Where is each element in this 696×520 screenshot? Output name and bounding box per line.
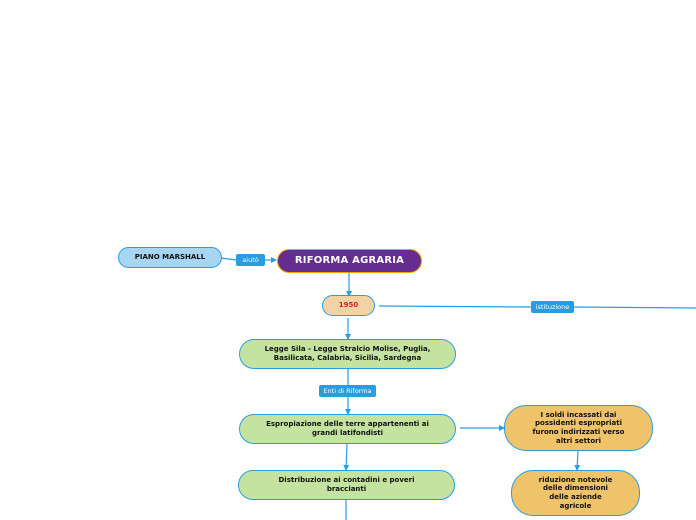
connector-istituzione-right	[572, 306, 696, 309]
node-distribuzione-line: Distribuzione ai contadini e poveri	[278, 476, 415, 485]
node-distribuzione-line: braccianti	[326, 485, 367, 493]
node-year-text: 1950	[338, 301, 359, 310]
relation-label-enti-di-riforma[interactable]: Enti di Riforma	[319, 385, 376, 397]
node-piano-marshall[interactable]: PIANO MARSHALL	[118, 247, 222, 268]
node-soldi-line: altri settori	[555, 436, 602, 445]
node-distribuzione-text: Distribuzione ai contadini e poveri brac…	[279, 476, 415, 494]
connector-soldi-riduzione	[574, 450, 581, 471]
node-soldi-incassati[interactable]: I soldi incassati dai possidenti espropr…	[504, 405, 653, 451]
node-distribuzione[interactable]: Distribuzione ai contadini e poveri brac…	[238, 470, 455, 500]
node-riduzione-notevole-text: riduzione notevole delle dimensioni dell…	[539, 476, 613, 511]
connector-piano-aiuto	[220, 257, 237, 261]
node-soldi-line: possidenti espropriati	[535, 419, 622, 428]
node-legge-sila[interactable]: Legge Sila - Legge Stralcio Molise, Pugl…	[239, 339, 456, 369]
node-riforma-agraria-text: RIFORMA AGRARIA	[294, 254, 405, 266]
relation-label-aiuto[interactable]: aiutò	[236, 254, 265, 266]
node-soldi-line: furono indirizzati verso	[532, 428, 625, 436]
node-soldi-incassati-text: I soldi incassati dai possidenti espropr…	[533, 411, 625, 446]
node-espropriazione-line: Espropiazione delle terre appartenenti a…	[266, 420, 429, 429]
node-year-1950[interactable]: 1950	[322, 295, 375, 316]
node-espropriazione-text: Espropiazione delle terre appartenenti a…	[266, 420, 429, 438]
node-riduzione-line: agricole	[559, 501, 592, 510]
node-riduzione-line: riduzione notevole	[538, 475, 613, 484]
connector-year-istituzione	[378, 305, 532, 308]
node-soldi-line: I soldi incassati dai	[540, 410, 617, 419]
node-riduzione-line: delle dimensioni	[543, 484, 608, 493]
relation-label-enti-text: Enti di Riforma	[323, 387, 372, 395]
connector-esproprio-distribuzione	[343, 443, 350, 471]
node-legge-sila-line: Legge Sila - Legge Stralcio Molise, Pugl…	[264, 345, 431, 354]
node-riduzione-notevole[interactable]: riduzione notevole delle dimensioni dell…	[511, 470, 640, 516]
node-piano-marshall-text: PIANO MARSHALL	[134, 253, 206, 262]
node-espropriazione-line: grandi latifondisti	[311, 429, 384, 437]
node-riforma-agraria[interactable]: RIFORMA AGRARIA	[277, 249, 422, 273]
node-legge-sila-text: Legge Sila - Legge Stralcio Molise, Pugl…	[265, 345, 431, 363]
relation-label-istituzione[interactable]: istituzione	[531, 301, 574, 313]
node-riduzione-line: delle aziende	[549, 493, 602, 501]
relation-label-istituzione-text: istituzione	[535, 303, 570, 311]
relation-label-aiuto-text: aiutò	[242, 256, 259, 264]
node-espropriazione[interactable]: Espropiazione delle terre appartenenti a…	[239, 414, 456, 444]
node-legge-sila-line: Basilicata, Calabria, Sicilia, Sardegna	[273, 354, 422, 362]
